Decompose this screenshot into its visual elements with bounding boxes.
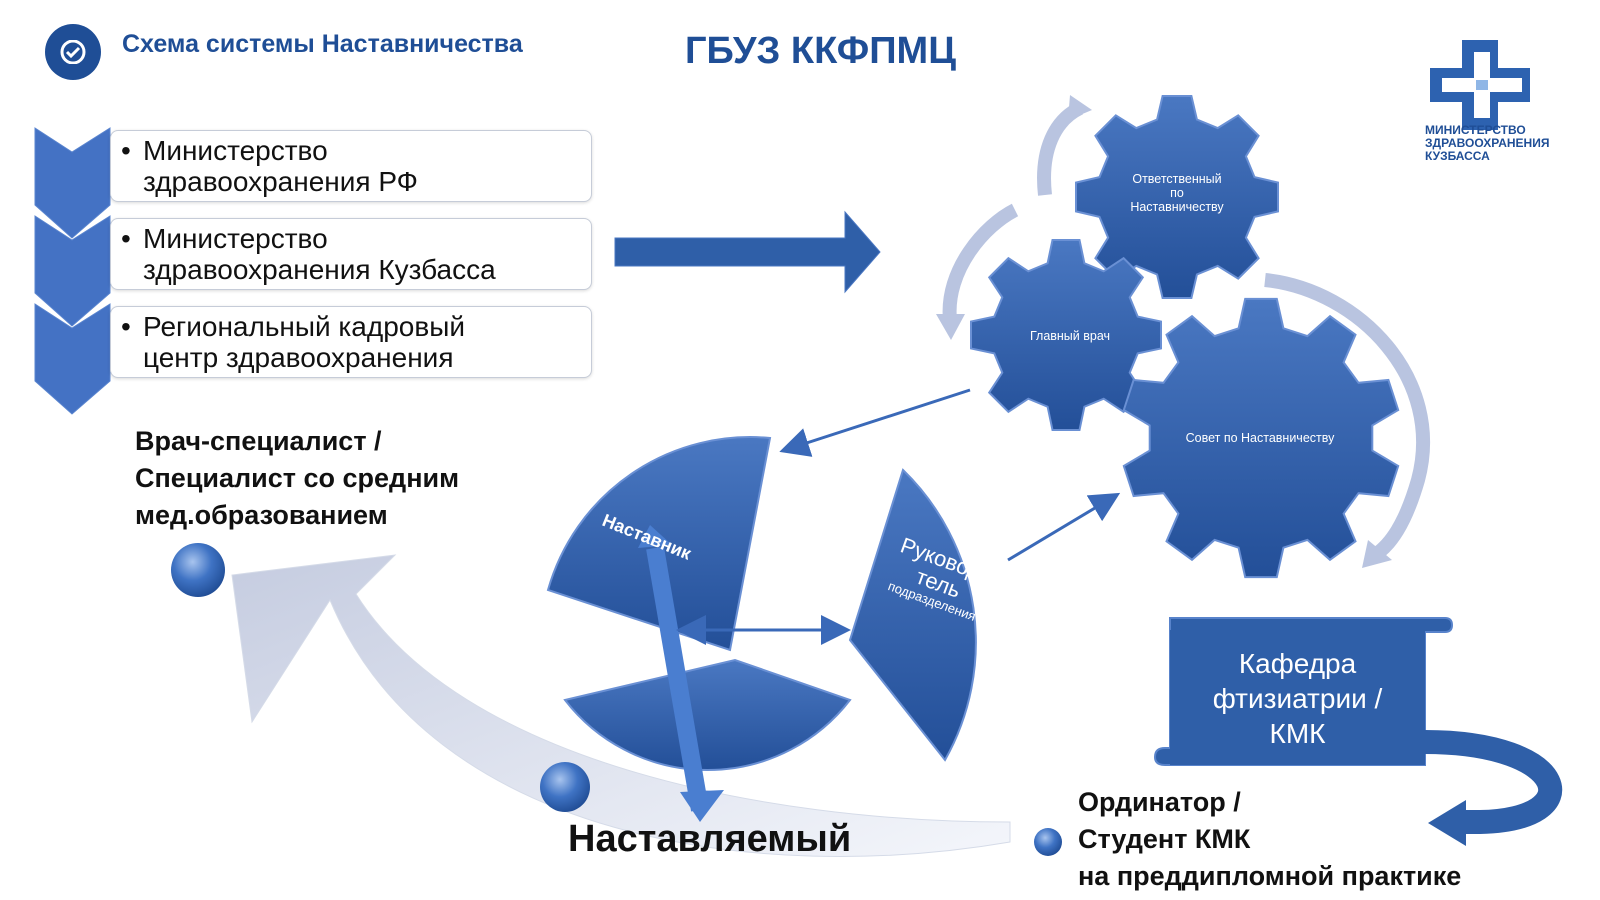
growth-arrow [231,554,1011,857]
level-chevrons [34,127,111,415]
chief-to-mentor-arrow [779,388,971,457]
gear-council-shape [1122,297,1400,579]
trainee-label: Наставляемый [568,818,852,860]
mentor-trainee-arrow [638,525,724,822]
gear-chief-shape [970,239,1162,431]
ministry-cross-logo [1430,40,1530,130]
gear-responsible-shape [1075,95,1279,299]
resident-label: Ординатор / Студент КМК на преддипломной… [1078,787,1462,891]
level-box-personnel-center: • Региональный кадровый центр здравоохра… [110,306,592,378]
doctor-label: Врач-специалист / Специалист со средним … [135,426,460,530]
head-to-council-arrow [1007,492,1121,562]
gear-responsible [1075,95,1279,299]
department-scroll [1153,617,1563,846]
right-arrow [614,210,881,294]
cycle-arrow-right [1264,273,1430,561]
head-wedge [848,468,977,762]
gear-council-label: Совет по Наставничеству [1185,431,1335,445]
page-title: Схема системы Наставничества [122,30,523,58]
department-label: Кафедра фтизиатрии / КМК [1212,648,1383,749]
trainee-wedge [563,658,852,772]
level-box-regional: • Министерство здравоохранения Кузбасса [110,218,592,290]
gear-chief-label: Главный врач [1029,329,1111,343]
resident-dot [1034,828,1062,856]
level-box-federal: • Министерство здравоохранения РФ [110,130,592,202]
check-badge-icon [45,24,101,80]
doctor-dot [171,543,225,597]
organization-title: ГБУЗ ККФПМЦ [685,30,956,72]
cycle-arrow-top [1037,101,1084,196]
cycle-arrow-left [942,203,1019,321]
gear-council [1122,297,1400,579]
trainee-dot [540,762,590,812]
gear-chief [970,239,1162,431]
gear-responsible-label: Ответственный по Наставничеству [1130,172,1224,214]
ministry-logo-text: МИНИСТЕРСТВО ЗДРАВООХРАНЕНИЯ КУЗБАССА [1425,123,1550,163]
